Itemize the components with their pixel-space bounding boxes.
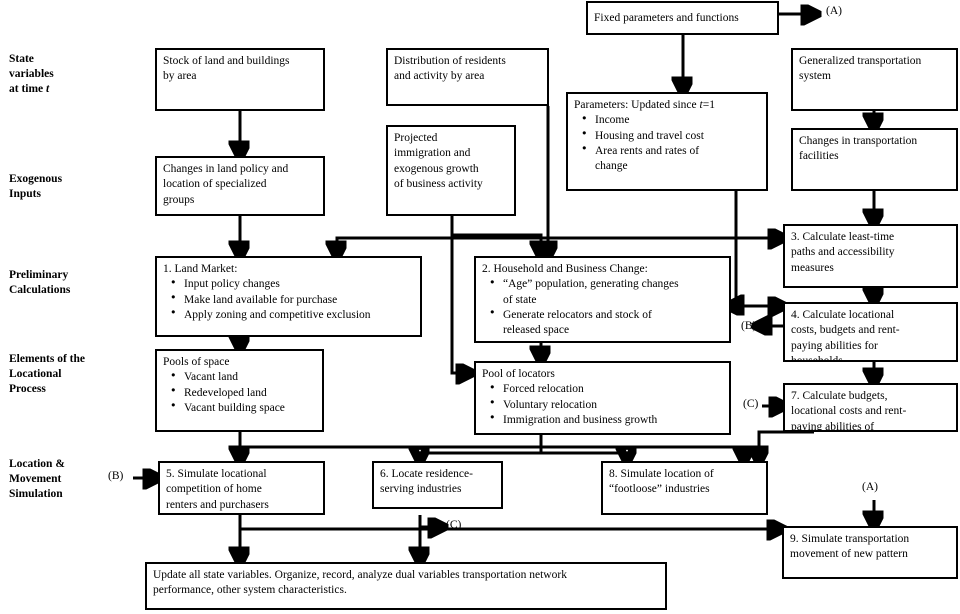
box-projected-immigration-title: Projected immigration and exogenous grow… — [394, 132, 483, 190]
box-step-9-simulate-transportation-title: 9. Simulate transportation movement of n… — [790, 533, 910, 561]
box-step-7-calculate-budgets-title: 7. Calculate budgets, locational costs a… — [791, 390, 907, 432]
list-item: Vacant building space — [171, 400, 317, 416]
list-item: Voluntary relocation — [490, 397, 724, 413]
wire-projected-to-step2 — [452, 233, 541, 256]
box-fixed-parameters[interactable]: Fixed parameters and functions — [586, 1, 779, 35]
list-item: Vacant land — [171, 370, 317, 385]
box-changes-in-transportation-facilities[interactable]: Changes in transportation facilities — [791, 128, 958, 191]
stage-label-elements-locational-process: Elements of the Locational Process — [9, 353, 86, 396]
box-step-2-household-business-change[interactable]: 2. Household and Business Change: “Age” … — [474, 256, 731, 343]
box-generalized-transportation-system[interactable]: Generalized transportation system — [791, 48, 958, 111]
connector-label-b-left: (B) — [108, 470, 124, 482]
box-parameters-updated[interactable]: Parameters: Updated since t=1 Income Hou… — [566, 92, 768, 191]
box-step-5-simulate-locational-competition-title: 5. Simulate locational competition of ho… — [166, 468, 269, 511]
box-step-4-locational-costs[interactable]: 4. Calculate locational costs, budgets a… — [783, 302, 958, 362]
box-stock-of-land-title: Stock of land and buildings by area — [163, 55, 290, 83]
box-changes-in-land-policy[interactable]: Changes in land policy and location of s… — [155, 156, 325, 216]
box-pools-of-space-list: Vacant land Redeveloped land Vacant buil… — [163, 370, 317, 416]
box-changes-in-transportation-facilities-title: Changes in transportation facilities — [799, 135, 918, 163]
box-step-1-land-market[interactable]: 1. Land Market: Input policy changes Mak… — [155, 256, 422, 337]
list-item: Input policy changes — [171, 277, 415, 292]
box-changes-in-land-policy-title: Changes in land policy and location of s… — [163, 163, 289, 206]
box-distribution-of-residents[interactable]: Distribution of residents and activity b… — [386, 48, 549, 106]
connector-label-a-bottom: (A) — [862, 481, 878, 493]
box-parameters-updated-title: Parameters: Updated since t=1 — [574, 99, 715, 111]
box-pool-of-locators-title: Pool of locators — [482, 368, 555, 380]
box-step-4-locational-costs-title: 4. Calculate locational costs, budgets a… — [791, 309, 900, 362]
box-pool-of-locators[interactable]: Pool of locators Forced relocation Volun… — [474, 361, 731, 435]
wire-poolloc-to-step8 — [541, 453, 627, 461]
box-step-9-simulate-transportation[interactable]: 9. Simulate transportation movement of n… — [782, 526, 958, 579]
box-step-6-locate-residence-serving-title: 6. Locate residence- serving industries — [380, 468, 473, 496]
list-item: Make land available for purchase — [171, 292, 415, 308]
list-item: Forced relocation — [490, 382, 724, 397]
box-update-all-state-variables-title: Update all state variables. Organize, re… — [153, 569, 567, 597]
list-item: “Age” population, generating changes of … — [490, 277, 724, 308]
wire-parameters-bus-left — [337, 236, 736, 256]
box-generalized-transportation-system-title: Generalized transportation system — [799, 55, 922, 83]
box-fixed-parameters-title: Fixed parameters and functions — [594, 11, 739, 24]
box-step-2-household-business-change-list: “Age” population, generating changes of … — [482, 277, 724, 338]
box-step-8-simulate-footloose[interactable]: 8. Simulate location of “footloose” indu… — [601, 461, 768, 515]
box-pools-of-space-title: Pools of space — [163, 356, 230, 368]
list-item: Generate relocators and stock of release… — [490, 307, 724, 339]
box-step-1-land-market-title: 1. Land Market: — [163, 263, 238, 275]
list-item: Area rents and rates of change — [582, 143, 761, 175]
list-item: Housing and travel cost — [582, 128, 761, 144]
stage-label-location-movement-simulation: Location & Movement Simulation — [9, 458, 65, 501]
connector-label-a-top: (A) — [826, 5, 842, 17]
box-pools-of-space[interactable]: Pools of space Vacant land Redeveloped l… — [155, 349, 324, 432]
list-item: Immigration and business growth — [490, 412, 724, 428]
box-step-5-simulate-locational-competition[interactable]: 5. Simulate locational competition of ho… — [158, 461, 325, 515]
box-stock-of-land[interactable]: Stock of land and buildings by area — [155, 48, 325, 111]
box-update-all-state-variables[interactable]: Update all state variables. Organize, re… — [145, 562, 667, 610]
wire-projected-to-pool — [450, 235, 471, 373]
box-step-2-household-business-change-title: 2. Household and Business Change: — [482, 263, 648, 275]
box-step-8-simulate-footloose-title: 8. Simulate location of “footloose” indu… — [609, 468, 714, 496]
stage-label-exogenous-inputs: Exogenous Inputs — [9, 173, 63, 201]
list-item: Income — [582, 113, 761, 128]
box-step-3-least-time-paths[interactable]: 3. Calculate least-time paths and access… — [783, 224, 958, 288]
box-distribution-of-residents-title: Distribution of residents and activity b… — [394, 55, 506, 83]
box-step-7-calculate-budgets[interactable]: 7. Calculate budgets, locational costs a… — [783, 383, 958, 432]
wire-step7-to-step8 — [759, 430, 814, 461]
wire-distribution-down — [541, 106, 550, 244]
list-item: Apply zoning and competitive exclusion — [171, 307, 415, 323]
box-parameters-updated-list: Income Housing and travel cost Area rent… — [574, 113, 761, 174]
connector-label-b-right: (B) — [741, 320, 757, 332]
stage-label-preliminary-calculations: Preliminary Calculations — [9, 269, 71, 297]
connector-label-c-right: (C) — [743, 398, 759, 410]
wire-pools-bus-right — [240, 447, 744, 461]
connector-label-c-bottom: (C) — [446, 519, 462, 531]
box-projected-immigration[interactable]: Projected immigration and exogenous grow… — [386, 125, 516, 216]
box-pool-of-locators-list: Forced relocation Voluntary relocation I… — [482, 382, 724, 428]
box-step-3-least-time-paths-title: 3. Calculate least-time paths and access… — [791, 231, 895, 274]
box-step-1-land-market-list: Input policy changes Make land available… — [163, 277, 415, 323]
list-item: Redeveloped land — [171, 385, 317, 401]
wire-poolloc-to-step6 — [420, 453, 541, 461]
box-step-6-locate-residence-serving[interactable]: 6. Locate residence- serving industries — [372, 461, 503, 509]
